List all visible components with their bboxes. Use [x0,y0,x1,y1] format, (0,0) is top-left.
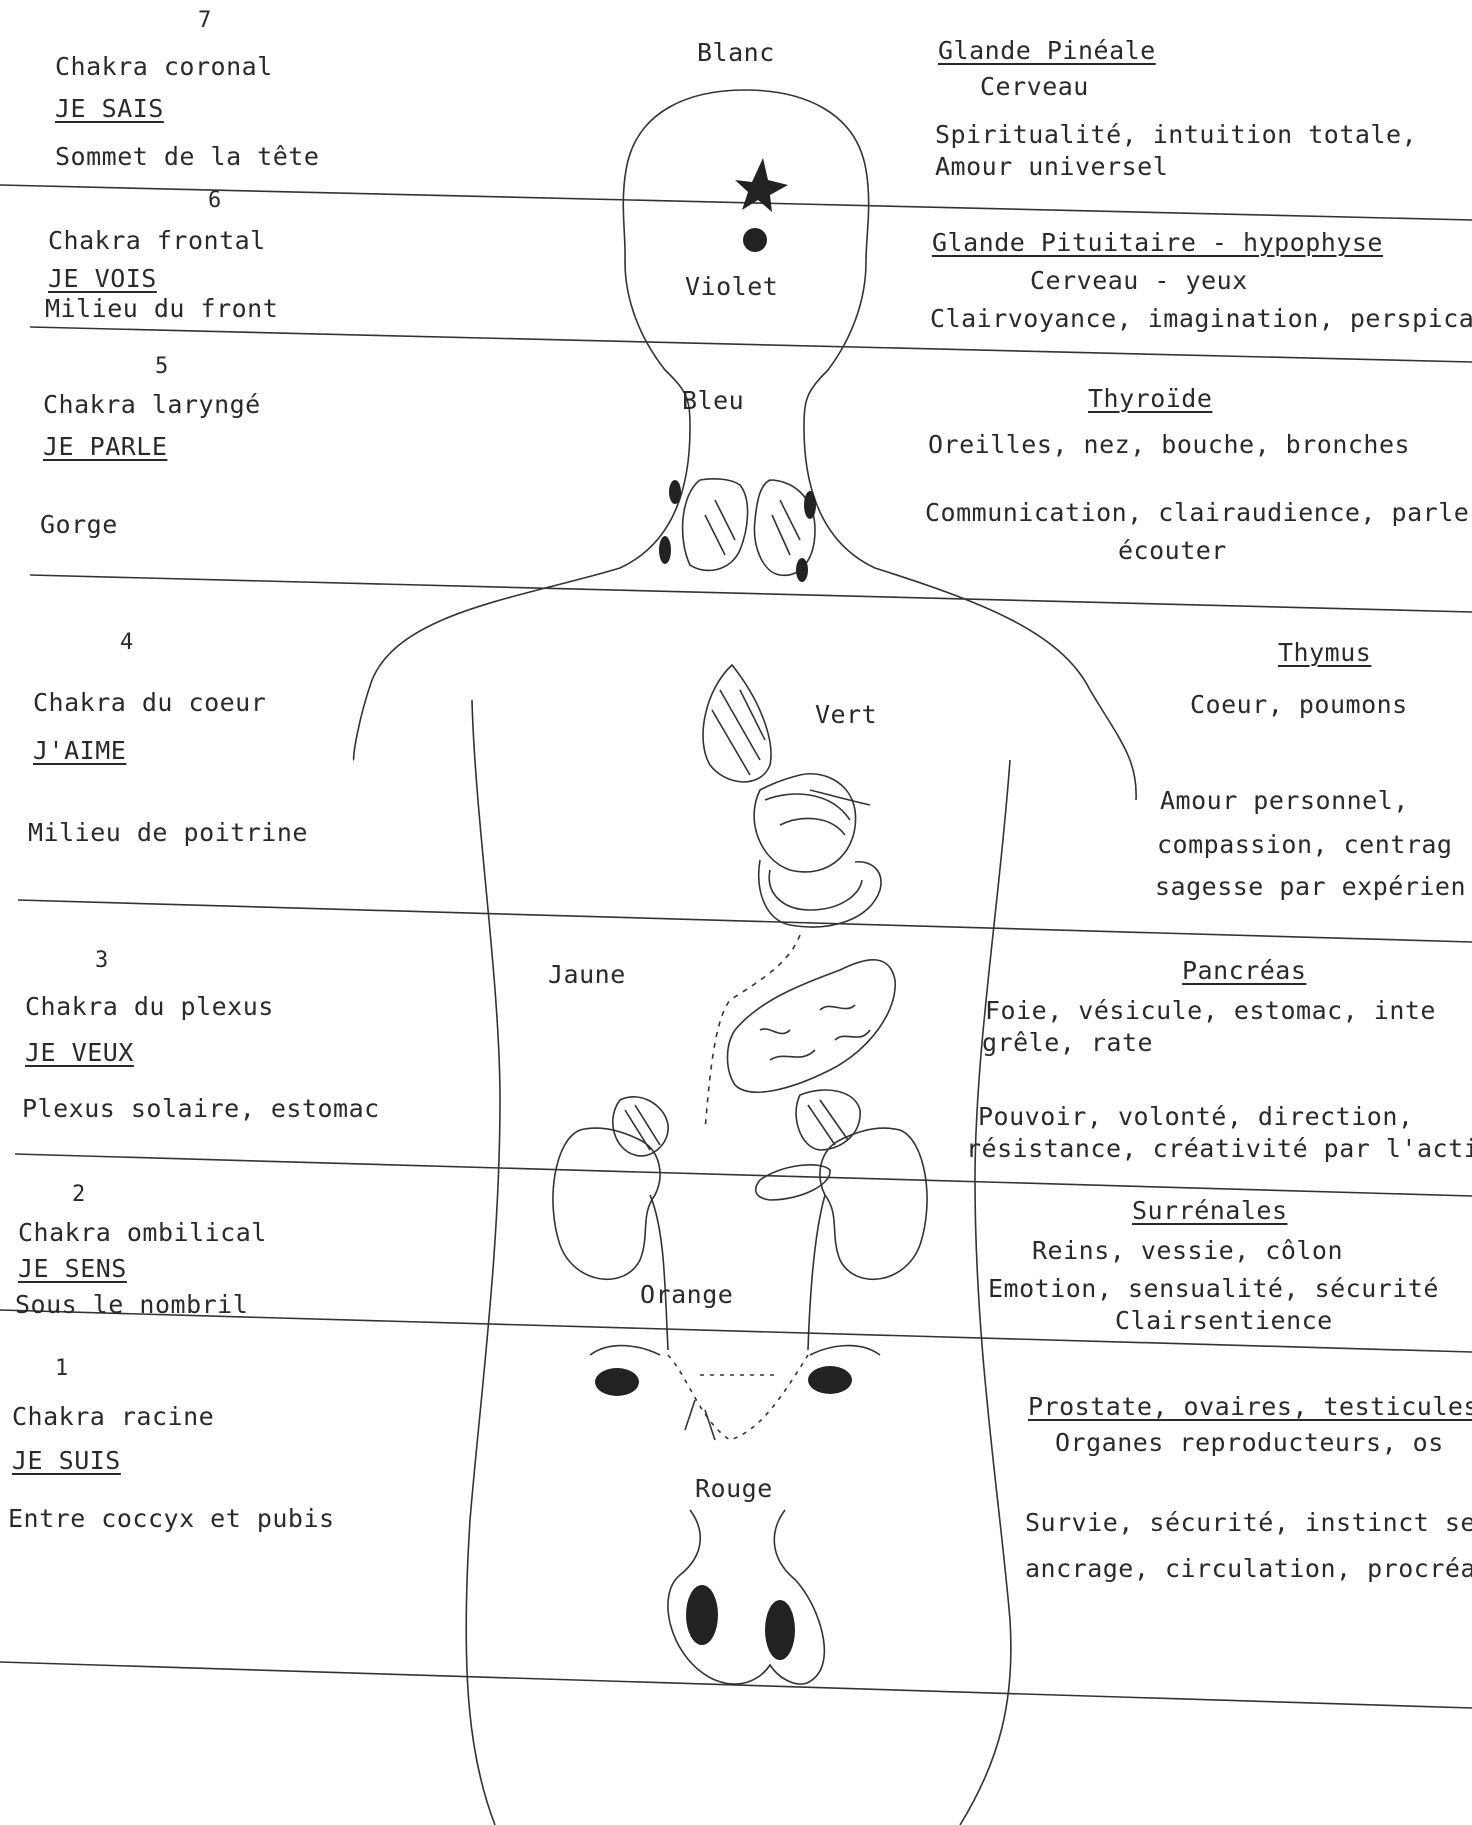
chakra-quality: Amour personnel, [1160,786,1409,815]
chakra-mantra: JE SAIS [55,94,164,123]
chakra-color: Bleu [682,386,744,415]
chakra-color: Jaune [548,960,626,989]
chakra-name: Chakra du coeur [33,688,266,717]
reproductive-drawing [590,1346,880,1684]
chakra-name: Chakra frontal [48,226,266,255]
chakra-location: Entre coccyx et pubis [8,1504,335,1533]
chakra-gland: Glande Pinéale [938,36,1156,65]
chakra-mantra: JE SENS [18,1254,127,1283]
separator-line [0,1662,1472,1708]
parathyroid-left [669,480,681,504]
ovary-left [595,1368,639,1396]
chakra-quality: Clairsentience [1115,1306,1333,1335]
chakra-mantra: JE VEUX [25,1038,134,1067]
chakra-quality: ancrage, circulation, procréa [1025,1554,1472,1583]
chakra-organs: grêle, rate [982,1028,1153,1057]
chakra-name: Chakra laryngé [43,390,261,419]
chakra-quality: écouter [1118,536,1227,565]
chakra-name: Chakra du plexus [25,992,274,1021]
pancreas-drawing [705,935,895,1130]
chakra-gland: Thyroïde [1088,384,1212,413]
chakra-quality: Pouvoir, volonté, direction, [978,1102,1413,1131]
parathyroid-right [804,491,816,519]
chakra-quality: résistance, créativité par l'actio [966,1134,1472,1163]
chakra-mantra: JE VOIS [48,264,157,293]
chakra-quality: Clairvoyance, imagination, perspicac [930,304,1472,333]
chakra-quality: Spiritualité, intuition totale, [935,120,1417,149]
kidney-right-drawing [756,1090,927,1350]
chakra-organs: Organes reproducteurs, os [1055,1428,1444,1457]
chakra-number: 5 [155,354,169,379]
chakra-organs: Cerveau - yeux [1030,266,1248,295]
torso-left [466,700,500,1825]
chakra-organs: Oreilles, nez, bouche, bronches [928,430,1410,459]
chakra-organs: Cerveau [980,72,1089,101]
chakra-number: 2 [72,1182,86,1207]
chakra-quality: Emotion, sensualité, sécurité [988,1274,1439,1303]
chakra-quality: compassion, centrag [1157,830,1452,859]
chakra-quality: Survie, sécurité, instinct sex [1025,1508,1472,1537]
spleen [756,1165,830,1200]
chakra-color: Blanc [697,38,775,67]
chakra-quality: sagesse par expérien [1155,872,1466,901]
chakra-color: Rouge [695,1474,773,1503]
chakra-color: Orange [640,1280,733,1309]
testis-right [765,1600,795,1660]
chakra-mantra: JE SUIS [12,1446,121,1475]
chakra-organs: Foie, vésicule, estomac, inte [985,996,1436,1025]
chakra-gland: Pancréas [1182,956,1306,985]
chakra-mantra: J'AIME [33,736,126,765]
chakra-organs: Coeur, poumons [1190,690,1408,719]
chakra-number: 1 [55,1356,69,1381]
chakra-number: 6 [208,188,222,213]
chakra-location: Gorge [40,510,118,539]
chakra-name: Chakra ombilical [18,1218,267,1247]
chakra-name: Chakra racine [12,1402,214,1431]
chakra-gland: Glande Pituitaire - hypophyse [932,228,1383,257]
chakra-gland: Prostate, ovaires, testicules [1028,1392,1472,1421]
separator-line [18,900,1472,942]
parathyroid-right-2 [796,558,808,582]
chakra-number: 4 [120,630,134,655]
chakra-gland: Surrénales [1132,1196,1288,1225]
ovary-right [808,1366,852,1394]
chakra-mantra: JE PARLE [43,432,167,461]
chakra-gland: Thymus [1278,638,1371,667]
kidney-left-drawing [553,1097,668,1350]
chakra-location: Plexus solaire, estomac [22,1094,380,1123]
chakra-color: Violet [685,272,778,301]
chakra-organs: Reins, vessie, côlon [1032,1236,1343,1265]
parathyroid-left-2 [659,536,671,564]
chakra-quality: Communication, clairaudience, parler [925,498,1472,527]
chakra-location: Sommet de la tête [55,142,319,171]
chakra-quality: Amour universel [935,152,1168,181]
thyroid-drawing [683,479,815,575]
testis-left [686,1585,718,1645]
chakra-location: Milieu de poitrine [28,818,308,847]
chakra-location: Milieu du front [45,294,278,323]
pituitary-dot [743,228,767,252]
chakra-number: 3 [95,948,109,973]
chakra-name: Chakra coronal [55,52,273,81]
chakra-color: Vert [815,700,877,729]
chakra-location: Sous le nombril [15,1290,248,1319]
chakra-number: 7 [198,8,212,33]
separator-line [30,575,1472,612]
